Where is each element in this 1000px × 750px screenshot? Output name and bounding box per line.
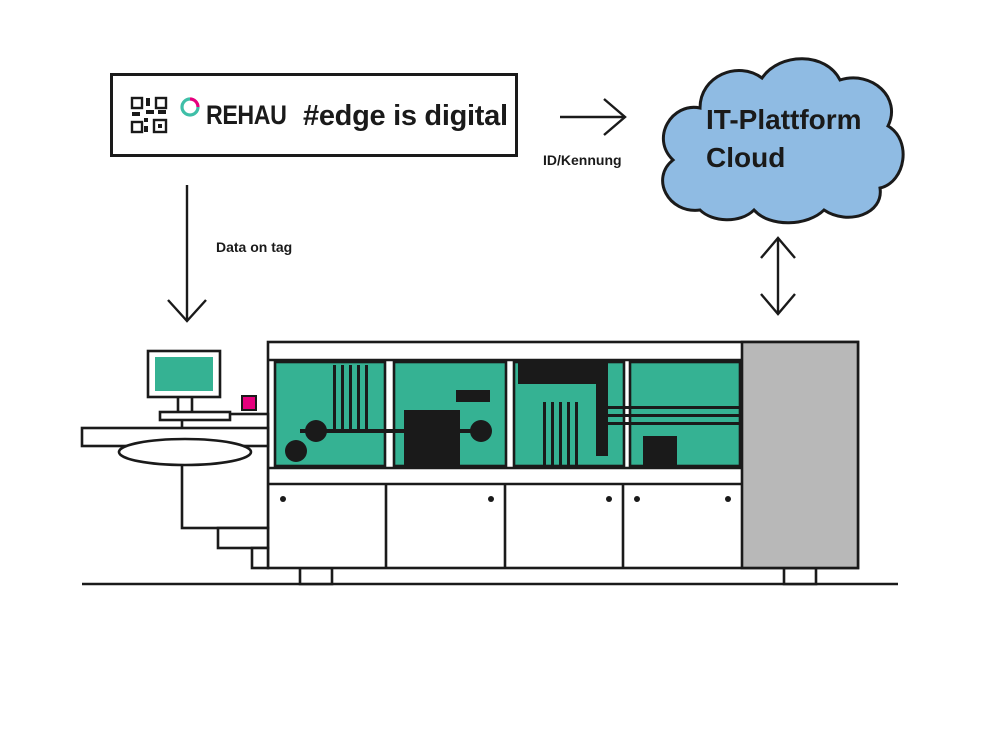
- status-indicator: [241, 395, 257, 411]
- monitor-screen: [155, 357, 213, 391]
- cloud-label: IT-Plattform Cloud: [706, 101, 862, 177]
- id-label: ID/Kennung: [543, 152, 622, 168]
- cloud-label-line1: IT-Plattform: [706, 104, 862, 135]
- up-down-arrow-icon: [760, 236, 796, 316]
- brand-name: REHAU: [206, 100, 287, 130]
- cloud-shape: [661, 57, 905, 225]
- down-arrow-icon: [167, 185, 207, 323]
- side-panel: [740, 340, 860, 570]
- slogan: #edge is digital: [303, 100, 508, 132]
- qr-code-icon: [130, 96, 168, 134]
- machine-foot-right: [782, 566, 818, 586]
- tag-box: [110, 73, 518, 157]
- cloud-label-line2: Cloud: [706, 142, 786, 173]
- monitor-base: [158, 410, 232, 422]
- machine-foot-left: [298, 566, 334, 586]
- right-arrow-icon: [560, 98, 627, 136]
- rehau-logo-icon: [180, 97, 200, 117]
- feed-turntable: [117, 437, 253, 467]
- inner-mechanics: [285, 362, 740, 466]
- cabinet-knobs: [280, 496, 731, 502]
- data-on-tag-label: Data on tag: [216, 239, 293, 255]
